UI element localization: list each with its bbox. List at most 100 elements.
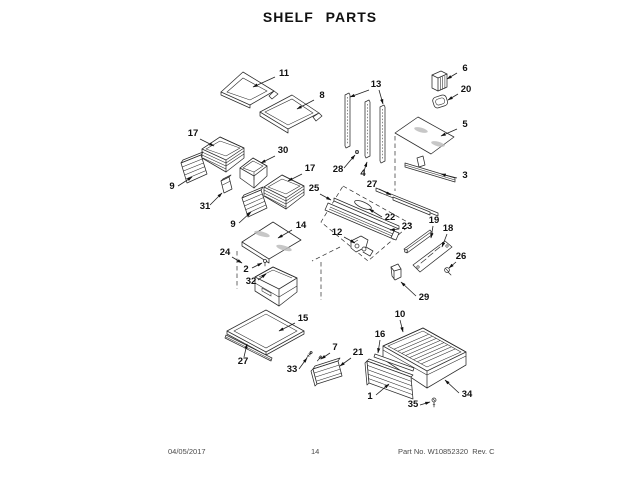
leader-arrow-32 (257, 273, 267, 281)
leader-arrow-17 (287, 173, 303, 182)
part-label-16: 16 (375, 329, 386, 340)
leader-arrow-4 (363, 161, 368, 172)
glass-panel-5 (394, 116, 455, 191)
leader-arrow-17 (199, 138, 215, 147)
leader-arrow-13 (378, 89, 384, 105)
leader-arrow-29 (400, 281, 417, 297)
part-label-35: 35 (408, 399, 419, 410)
part-label-22: 22 (385, 212, 396, 223)
part-label-7: 7 (332, 342, 337, 353)
clip-20 (432, 94, 448, 109)
angle-bracket-29 (390, 263, 402, 281)
part-label-15: 15 (298, 313, 309, 324)
leader-arrow-13 (349, 89, 370, 98)
leader-arrow-9 (238, 211, 252, 224)
part-label-26: 26 (456, 251, 467, 262)
part-label-10: 10 (395, 309, 406, 320)
leader-arrow-11 (252, 76, 276, 88)
assembly-boundary-24 (236, 246, 341, 300)
part-label-21: 21 (353, 347, 364, 358)
roller-bracket-12 (350, 235, 374, 257)
leader-arrow-35 (419, 401, 431, 406)
leader-arrow-24 (231, 256, 243, 264)
part-label-9: 9 (169, 181, 174, 192)
footer-page-number: 14 (311, 447, 320, 456)
part-label-11: 11 (279, 68, 290, 79)
footer-part-number: Part No. W10852320 Rev. C (398, 447, 495, 456)
screw-35 (431, 397, 437, 408)
leader-arrow-21 (339, 357, 352, 367)
leader-arrow-14 (277, 229, 293, 239)
leader-arrow-16 (377, 339, 381, 354)
leader-arrow-6 (446, 72, 458, 80)
part-label-20: 20 (461, 84, 472, 95)
leader-arrow-20 (447, 93, 459, 101)
end-cap-21 (310, 357, 343, 387)
wire-basket-10 (382, 327, 467, 389)
leader-arrow-12 (343, 236, 356, 244)
leader-arrow-5 (440, 128, 458, 137)
part-label-27: 27 (238, 356, 249, 367)
footer-date: 04/05/2017 (168, 447, 206, 456)
leader-arrow-1 (375, 383, 390, 396)
part-label-17: 17 (188, 128, 199, 139)
leader-arrow-2 (251, 262, 263, 269)
leader-arrow-25 (319, 193, 332, 201)
leader-arrow-18 (441, 233, 448, 248)
leader-arrow-30 (260, 155, 276, 164)
leader-arrow-15 (278, 322, 296, 332)
crisper-drawer-17a (201, 136, 245, 173)
glass-shelf-8 (259, 94, 323, 134)
glass-shelf-11 (220, 71, 279, 109)
screw-26 (444, 267, 452, 276)
leader-arrow-34 (444, 379, 460, 394)
support-strip-16 (373, 353, 415, 372)
leader-arrow-27 (243, 343, 248, 358)
part-label-34: 34 (462, 389, 473, 400)
leader-arrow-7 (320, 352, 331, 360)
part-label-19: 19 (429, 215, 440, 226)
part-label-32: 32 (246, 276, 257, 287)
divider-bin-30 (239, 157, 268, 189)
leader-arrow-26 (448, 261, 457, 269)
leader-arrow-19 (430, 225, 434, 239)
part-label-4: 4 (360, 168, 366, 179)
pantry-rail-23 (324, 197, 400, 241)
part-label-12: 12 (332, 227, 343, 238)
leader-arrow-22 (368, 208, 383, 218)
drawer-front-9a (180, 151, 208, 184)
part-label-3: 3 (462, 170, 467, 181)
part-label-13: 13 (371, 79, 382, 90)
slide-rail-19 (403, 229, 434, 254)
leader-arrow-3 (440, 173, 458, 179)
part-label-33: 33 (287, 364, 298, 375)
part-label-31: 31 (200, 201, 211, 212)
part-label-1: 1 (367, 391, 373, 402)
part-label-14: 14 (296, 220, 307, 231)
leader-arrow-23 (389, 227, 400, 232)
bin-with-screws-2-32 (254, 259, 298, 307)
trim-strips-27-upper (375, 187, 439, 217)
part-label-17: 17 (305, 163, 316, 174)
spacer-panel-31 (220, 174, 233, 194)
part-label-9: 9 (230, 219, 235, 230)
leader-arrow-10 (399, 319, 404, 333)
part-label-6: 6 (462, 63, 467, 74)
leader-arrow-28 (343, 154, 356, 169)
leader-arrow-9 (177, 176, 193, 187)
part-label-18: 18 (443, 223, 454, 234)
part-label-2: 2 (243, 264, 248, 275)
part-label-27: 27 (367, 179, 378, 190)
trim-strip-27-lower (224, 334, 273, 362)
screw-33 (306, 351, 313, 359)
part-label-29: 29 (419, 292, 430, 303)
shelf-frame-15 (226, 309, 305, 356)
page-title: SHELF PARTS (262, 9, 378, 25)
leader-arrow-31 (209, 192, 223, 206)
leader-arrow-27 (378, 188, 392, 196)
drawer-front-9b (241, 186, 268, 218)
damper-housing-6 (431, 70, 448, 92)
cover-22 (354, 200, 372, 210)
mounting-rails-13 (344, 92, 386, 164)
